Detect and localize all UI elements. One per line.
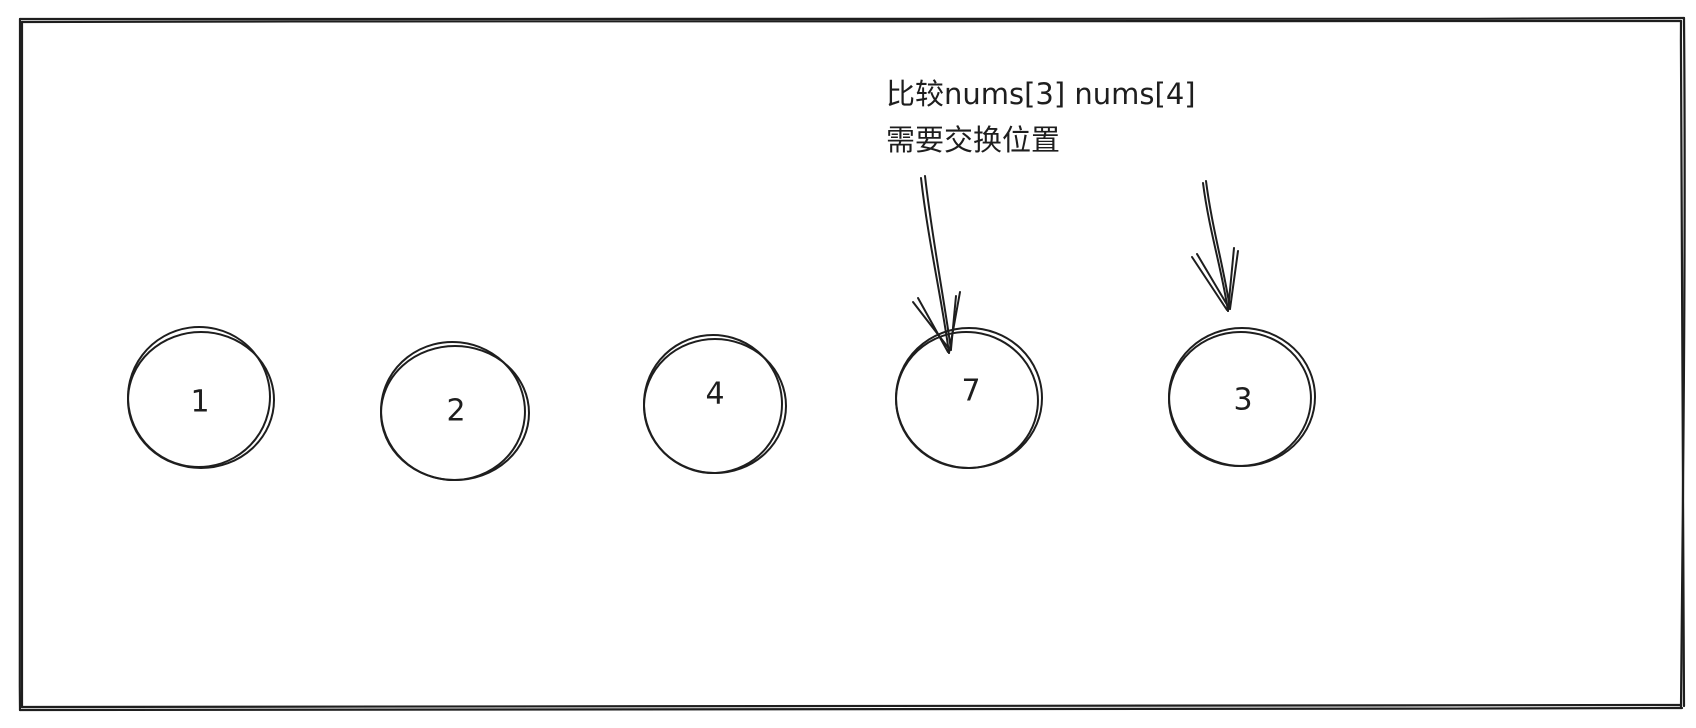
node-7: 7 [895,327,1043,470]
node-3: 3 [1168,327,1316,468]
node-label: 7 [961,374,980,409]
node-label: 3 [1233,383,1252,418]
annotation-line-1: 比较nums[3] nums[4] [886,77,1196,111]
node-label: 1 [190,385,209,420]
node-2: 2 [380,340,530,482]
frame-rectangle [18,16,1686,712]
annotation-line-2: 需要交换位置 [886,123,1060,157]
arrow-to-node-7 [912,175,961,354]
node-4: 4 [643,334,787,474]
arrow-to-node-3 [1191,180,1239,312]
node-1: 1 [127,325,275,469]
node-label: 2 [446,394,465,429]
node-label: 4 [705,377,724,412]
